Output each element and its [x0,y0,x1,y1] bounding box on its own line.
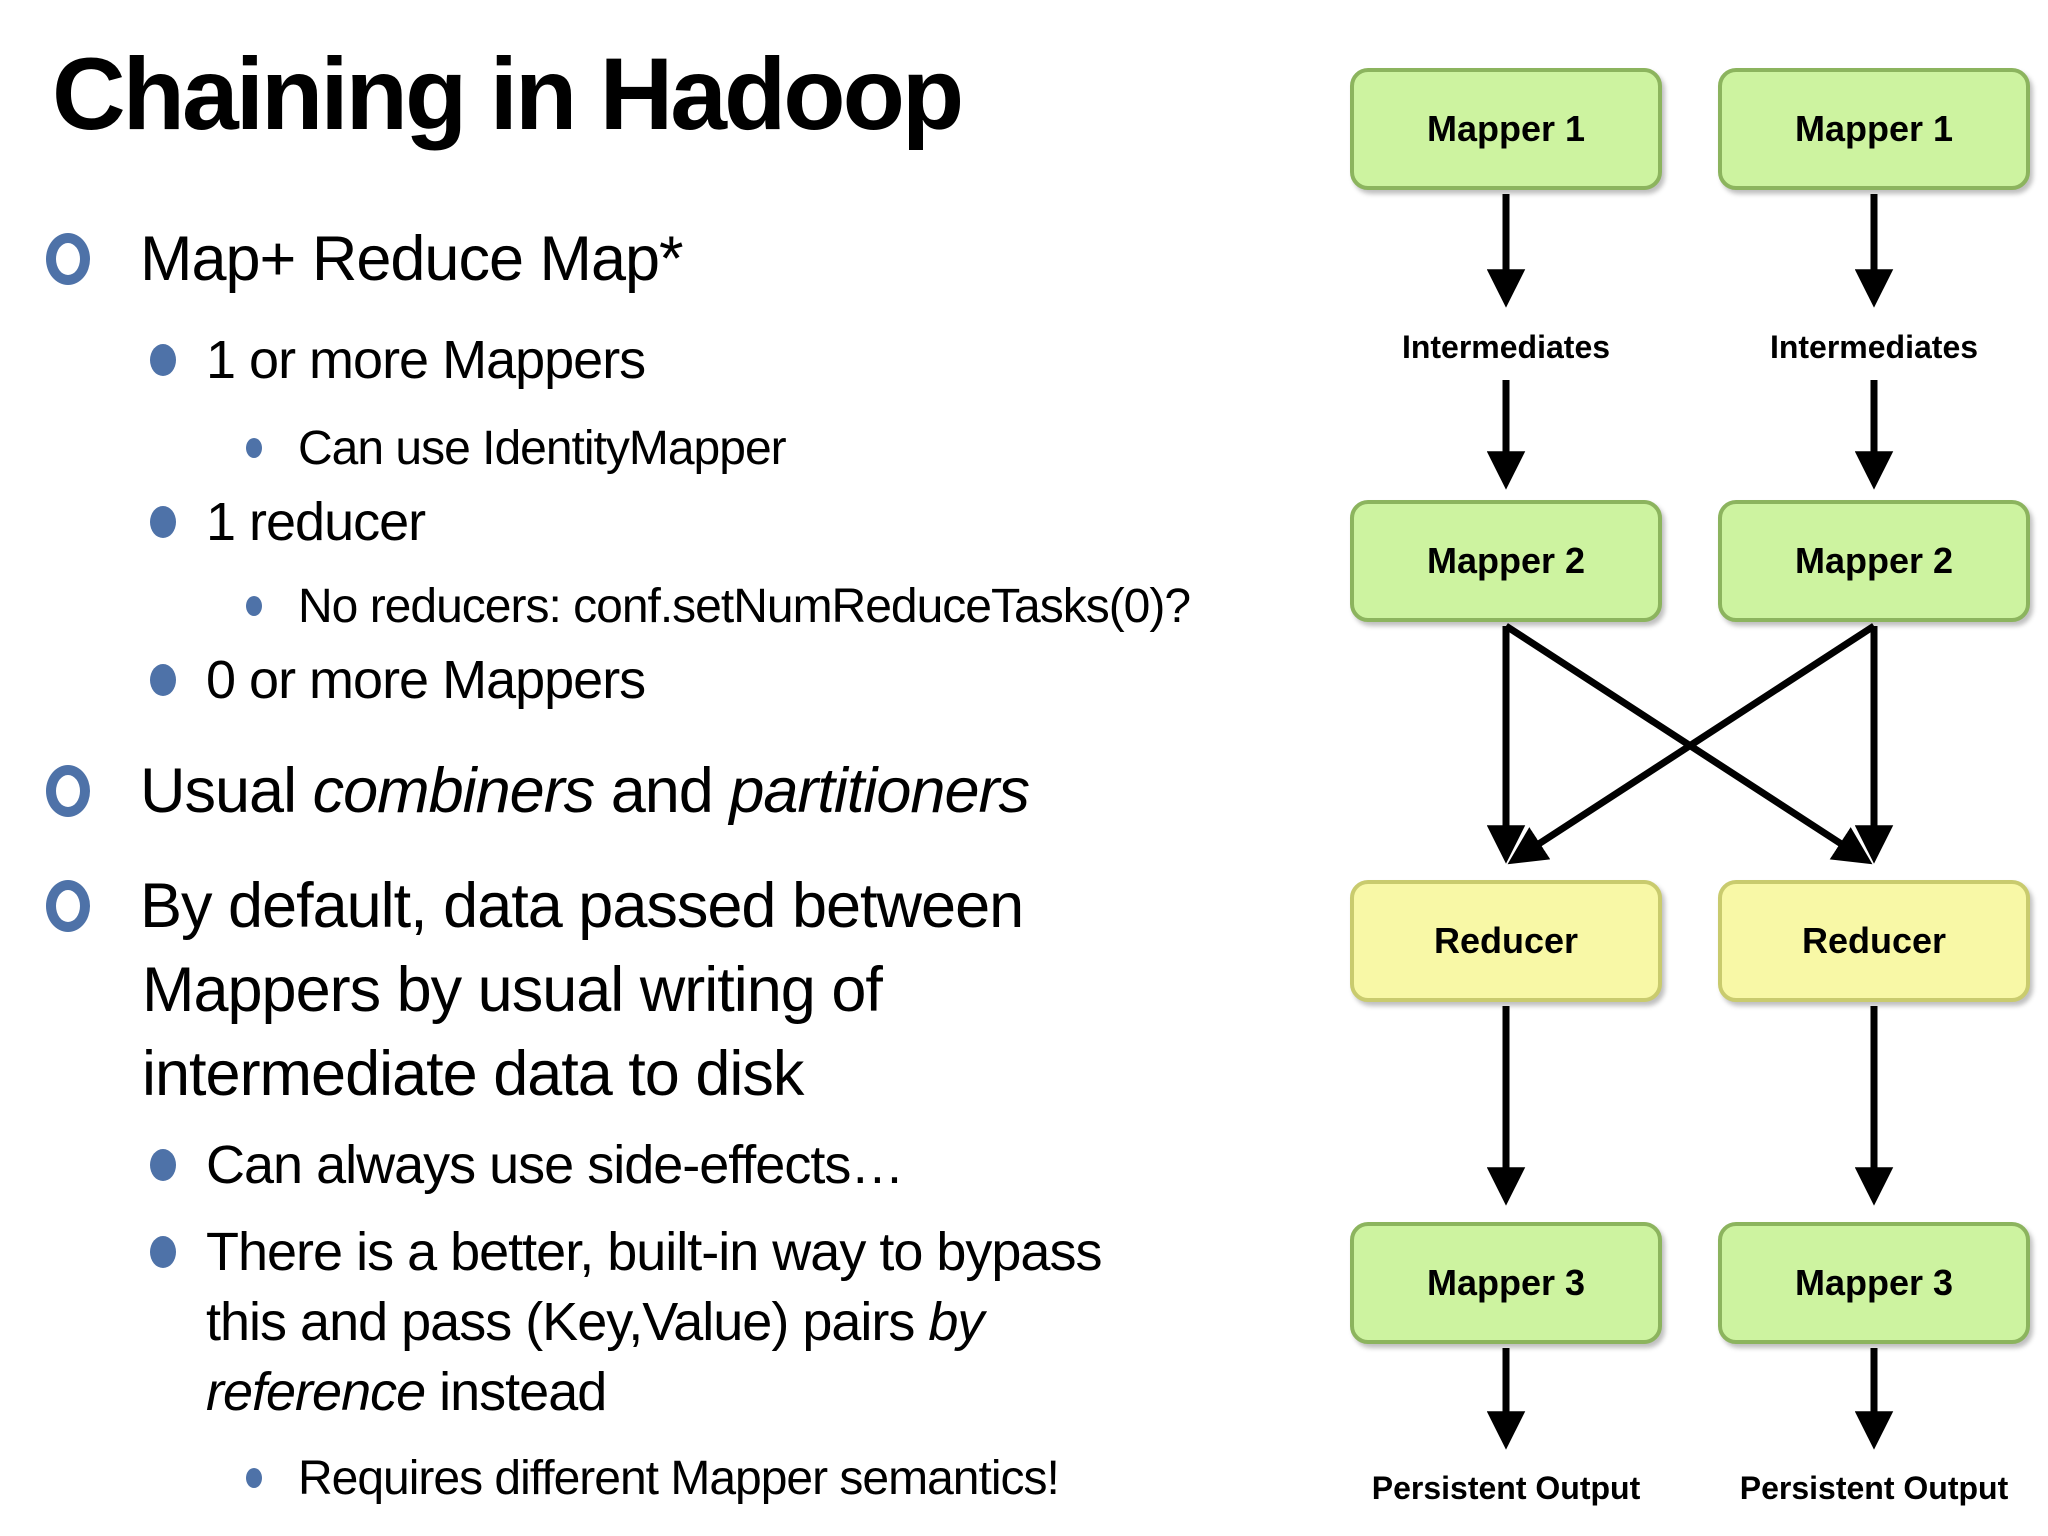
bullet-text: this and pass (Key,Value) pairs by [206,1292,984,1352]
bullet-text: Mappers by usual writing of [142,955,883,1025]
node-mapper3-left: Mapper 3 [1350,1222,1662,1344]
label-persistent-output-right: Persistent Output [1739,1469,2009,1506]
bullet-text: Map+ Reduce Map* [140,224,684,294]
node-mapper1-right: Mapper 1 [1718,68,2030,190]
bullet-zero-or-more-mappers: 0 or more Mappers [150,649,646,711]
bullet-no-reducers: No reducers: conf.setNumReduceTasks(0)? [246,578,1191,634]
bullet-text: By default, data passed between [140,871,1024,941]
bullet-small-dot-icon [246,596,262,616]
bullet-dot-icon [150,1149,176,1181]
node-reducer-right: Reducer [1718,880,2030,1002]
bullet-better-way-line3: reference instead [206,1361,607,1423]
bullet-ring-icon [46,233,90,285]
node-mapper2-right: Mapper 2 [1718,500,2030,622]
label-persistent-output-left: Persistent Output [1371,1469,1641,1506]
arrow-mapper2-right-to-reducer-left [1507,623,1876,865]
bullet-text: Usual combiners and partitioners [140,756,1030,826]
bullet-text: Requires different Mapper semantics! [298,1451,1060,1505]
bullet-dot-icon [150,344,176,376]
bullet-better-way: There is a better, built-in way to bypas… [150,1221,1102,1283]
node-reducer-left: Reducer [1350,880,1662,1002]
bullet-side-effects: Can always use side-effects… [150,1134,904,1196]
bullet-ring-icon [46,765,90,817]
page-title: Chaining in Hadoop [52,37,964,151]
bullet-text: reference instead [206,1362,607,1422]
bullet-dot-icon [150,506,176,538]
bullet-text: 0 or more Mappers [206,650,646,710]
bullet-better-way-line2: this and pass (Key,Value) pairs by [206,1291,984,1353]
bullet-small-dot-icon [246,438,262,458]
bullet-requires-semantics: Requires different Mapper semantics! [246,1450,1060,1506]
label-intermediates-right: Intermediates [1769,328,1979,365]
node-mapper3-right: Mapper 3 [1718,1222,2030,1344]
bullet-text: 1 or more Mappers [206,330,646,390]
bullet-text: No reducers: conf.setNumReduceTasks(0)? [298,579,1191,633]
bullet-ring-icon [46,880,90,932]
bullet-small-dot-icon [246,1468,262,1488]
bullet-usual-combiners: Usual combiners and partitioners [46,754,1030,828]
node-mapper2-left: Mapper 2 [1350,500,1662,622]
bullet-one-or-more-mappers: 1 or more Mappers [150,329,646,391]
bullet-one-reducer: 1 reducer [150,491,426,553]
bullet-text: There is a better, built-in way to bypas… [206,1222,1102,1282]
bullet-dot-icon [150,1236,176,1268]
bullet-text: Can always use side-effects… [206,1135,904,1195]
arrow-mapper2-left-to-reducer-right [1504,623,1873,865]
bullet-can-use-identitymapper: Can use IdentityMapper [246,420,787,476]
node-mapper1-left: Mapper 1 [1350,68,1662,190]
bullet-by-default: By default, data passed between [46,869,1024,943]
bullet-map-reduce-map: Map+ Reduce Map* [46,222,684,296]
bullet-text: intermediate data to disk [142,1039,804,1109]
label-intermediates-left: Intermediates [1401,328,1611,365]
bullet-by-default-line2: Mappers by usual writing of [142,953,883,1027]
bullet-dot-icon [150,664,176,696]
bullet-text: 1 reducer [206,492,426,552]
bullet-text: Can use IdentityMapper [298,421,787,475]
bullet-by-default-line3: intermediate data to disk [142,1037,804,1111]
